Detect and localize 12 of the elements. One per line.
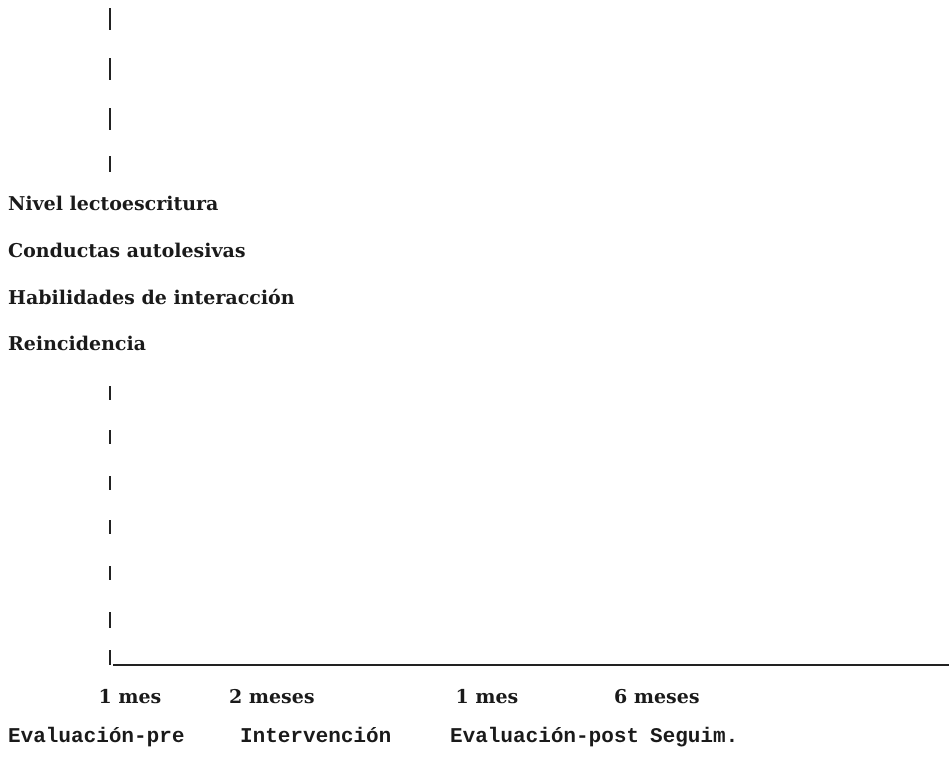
measure-label: Conductas autolesivas bbox=[8, 240, 246, 262]
duration-label: 2 meses bbox=[229, 686, 315, 708]
duration-label: 1 mes bbox=[98, 686, 162, 708]
phase-label: Seguim. bbox=[650, 724, 738, 750]
duration-label: 6 meses bbox=[614, 686, 700, 708]
measure-label: Nivel lectoescritura bbox=[8, 192, 218, 216]
duration-label: 1 mes bbox=[456, 686, 518, 708]
measure-label: Habilidades de interacción bbox=[8, 286, 295, 310]
phase-label: Evaluación-pre bbox=[8, 724, 184, 750]
measure-label: Reincidencia bbox=[8, 332, 146, 356]
phase-label: Intervención bbox=[240, 724, 392, 750]
phase-label: Evaluación-post bbox=[450, 724, 640, 750]
